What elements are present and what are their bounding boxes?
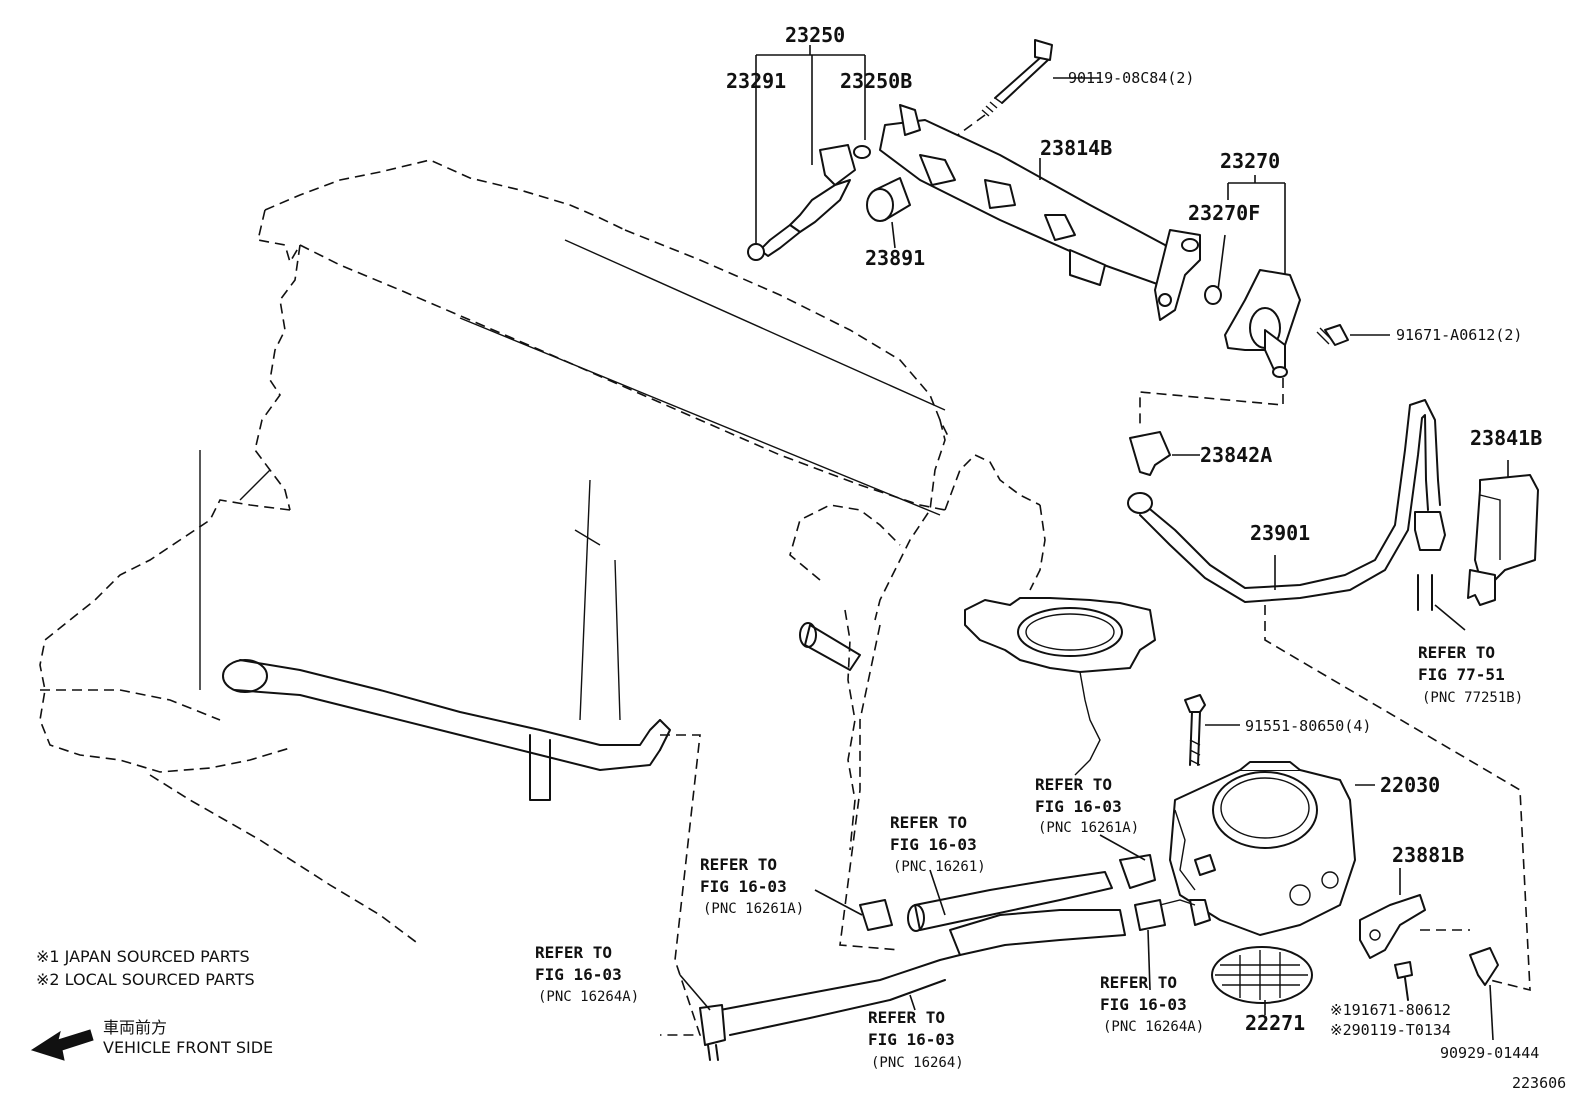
refer-pnc-16261: REFER TO FIG 16-03 (PNC 16261) <box>890 813 986 875</box>
pressure-regulator <box>1204 269 1301 378</box>
label-23250: 23250 <box>785 23 845 47</box>
clip-23842a <box>1129 431 1200 476</box>
ref-line-1: REFER TO <box>700 855 777 874</box>
fuel-injector <box>747 144 871 261</box>
note-front-jp: 車両前方 <box>103 1018 167 1037</box>
label-23814b: 23814B <box>1040 136 1112 160</box>
label-91671-a0612: 91671-A0612(2) <box>1396 326 1522 344</box>
ref-line-3: (PNC 16261A) <box>703 901 804 917</box>
refer-pnc-16264: REFER TO FIG 16-03 (PNC 16264) <box>868 1008 964 1071</box>
label-90119-08c84: 90119-08C84(2) <box>1068 69 1194 87</box>
ref-line-1: REFER TO <box>1035 775 1112 794</box>
ref-line-3: (PNC 16261A) <box>1038 820 1139 836</box>
leader-23270 <box>1217 175 1286 291</box>
dash-regulator-clip <box>1139 378 1284 425</box>
ref-leaders <box>679 834 1151 1011</box>
coolant-pipe-mid <box>799 622 861 671</box>
note-japan-sourced: ※1 JAPAN SOURCED PARTS <box>36 947 250 966</box>
label-23881b: 23881B <box>1392 843 1464 867</box>
front-arrow-icon <box>30 1029 94 1061</box>
label-23250b: 23250B <box>840 69 912 93</box>
dash-ref-left <box>660 734 702 1036</box>
label-23270: 23270 <box>1220 149 1280 173</box>
bracket-23881b <box>1359 868 1499 1041</box>
label-91671-80612: ※191671-80612 <box>1330 1001 1451 1019</box>
ref-line-2: FIG 77-51 <box>1418 665 1505 684</box>
refer-pnc-16261a-top: REFER TO FIG 16-03 (PNC 16261A) <box>1035 775 1139 836</box>
ref-line-2: FIG 16-03 <box>1035 797 1122 816</box>
insulator-23891 <box>866 177 911 222</box>
ref-line-3: (PNC 77251B) <box>1422 690 1523 706</box>
ref-line-1: REFER TO <box>535 943 612 962</box>
ref-line-1: REFER TO <box>868 1008 945 1027</box>
label-90929-01444: 90929-01444 <box>1440 1044 1539 1062</box>
bolt-91671-a0612 <box>1316 324 1390 346</box>
label-23841b: 23841B <box>1470 426 1542 450</box>
diagram-id: 223606 <box>1512 1074 1566 1092</box>
gasket-22271 <box>1211 946 1313 1015</box>
ref-line-2: FIG 16-03 <box>535 965 622 984</box>
ref-line-3: (PNC 16264A) <box>538 989 639 1005</box>
ref-line-3: (PNC 16264) <box>871 1055 964 1071</box>
throttle-body <box>1169 694 1375 936</box>
refer-pnc-16261a-left: REFER TO FIG 16-03 (PNC 16261A) <box>700 855 804 917</box>
leader-23250 <box>755 45 866 245</box>
label-22271: 22271 <box>1245 1011 1305 1035</box>
label-23891: 23891 <box>865 246 925 270</box>
dash-hose-bracket <box>1264 605 1531 992</box>
label-91551-80650: 91551-80650(4) <box>1245 717 1371 735</box>
coolant-pipe-front <box>222 659 671 801</box>
leader-23891 <box>891 221 896 249</box>
ref-line-2: FIG 16-03 <box>700 877 787 896</box>
label-90119-t0134: ※290119-T0134 <box>1330 1021 1451 1039</box>
dash-ref-mid <box>839 624 901 951</box>
ref-line-2: FIG 16-03 <box>890 835 977 854</box>
label-23842a: 23842A <box>1200 443 1272 467</box>
ref-line-3: (PNC 16261) <box>893 859 986 875</box>
fuel-delivery-pipe <box>879 104 1201 321</box>
bolt-90119 <box>981 39 1100 117</box>
ref-line-1: REFER TO <box>1100 973 1177 992</box>
label-23270f: 23270F <box>1188 201 1260 225</box>
label-22030: 22030 <box>1380 773 1440 797</box>
ref-line-2: FIG 16-03 <box>868 1030 955 1049</box>
note-front-en: VEHICLE FRONT SIDE <box>103 1038 273 1057</box>
ref-line-1: REFER TO <box>890 813 967 832</box>
refer-fig-77-51: REFER TO FIG 77-51 (PNC 77251B) <box>1418 643 1523 706</box>
label-23291: 23291 <box>726 69 786 93</box>
intake-flange <box>964 597 1156 776</box>
ref-line-3: (PNC 16264A) <box>1103 1019 1204 1035</box>
ref-line-1: REFER TO <box>1418 643 1495 662</box>
refer-pnc-16264a-right: REFER TO FIG 16-03 (PNC 16264A) <box>1100 973 1204 1035</box>
sensor-23841b <box>1417 460 1539 631</box>
label-23901: 23901 <box>1250 521 1310 545</box>
refer-pnc-16264a-left: REFER TO FIG 16-03 (PNC 16264A) <box>535 943 639 1005</box>
fuel-hose-23901 <box>1127 399 1446 603</box>
ref-line-2: FIG 16-03 <box>1100 995 1187 1014</box>
note-local-sourced: ※2 LOCAL SOURCED PARTS <box>36 970 255 989</box>
engine-outline <box>39 159 1046 946</box>
coolant-hoses <box>699 854 1196 1061</box>
